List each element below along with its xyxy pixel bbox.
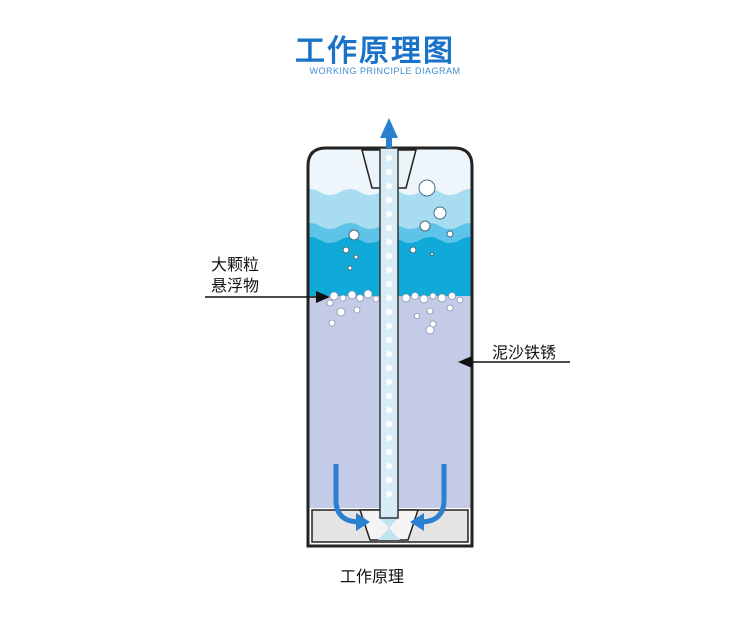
- inflow-right-arrow: [419, 464, 447, 525]
- particles-label-line2: 悬浮物: [211, 276, 260, 295]
- particles-leader-arrow-icon: [316, 291, 330, 303]
- diagram-caption: 工作原理: [340, 567, 405, 586]
- inflow-left-arrow-icon: [356, 513, 370, 531]
- suspended-particles: [326, 289, 464, 335]
- page-subtitle: WORKING PRINCIPLE DIAGRAM: [309, 66, 461, 76]
- pipe-holes: [386, 155, 392, 497]
- flow-symbol: [378, 516, 400, 540]
- inflow-right-arrow-icon: [410, 513, 424, 531]
- particles-label-line1: 大颗粒: [211, 255, 260, 274]
- bubbles: [342, 179, 454, 271]
- tank-outline: [306, 146, 474, 548]
- sediment-leader-arrow-icon: [458, 356, 472, 368]
- page-title: 工作原理图: [295, 34, 455, 69]
- sediment-label: 泥沙铁锈: [492, 343, 557, 362]
- outflow-arrow-stem: [386, 136, 392, 148]
- inflow-left-arrow: [333, 464, 361, 525]
- center-pipe: [379, 147, 399, 519]
- outflow-arrow-icon: [380, 118, 398, 138]
